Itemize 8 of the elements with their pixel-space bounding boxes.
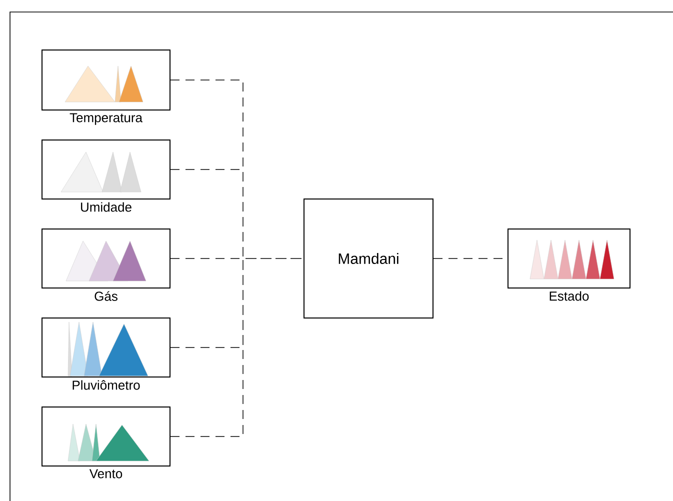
node-label: Estado (550, 291, 589, 301)
node-label: Temperatura (70, 113, 142, 125)
process-box: Mamdani (304, 198, 434, 318)
node-label: Gás (94, 291, 118, 301)
node-label: Pluviômetro (72, 380, 140, 390)
connector-line (170, 258, 304, 437)
node-label: Vento (89, 469, 122, 478)
node-label: Umidade (81, 202, 132, 212)
